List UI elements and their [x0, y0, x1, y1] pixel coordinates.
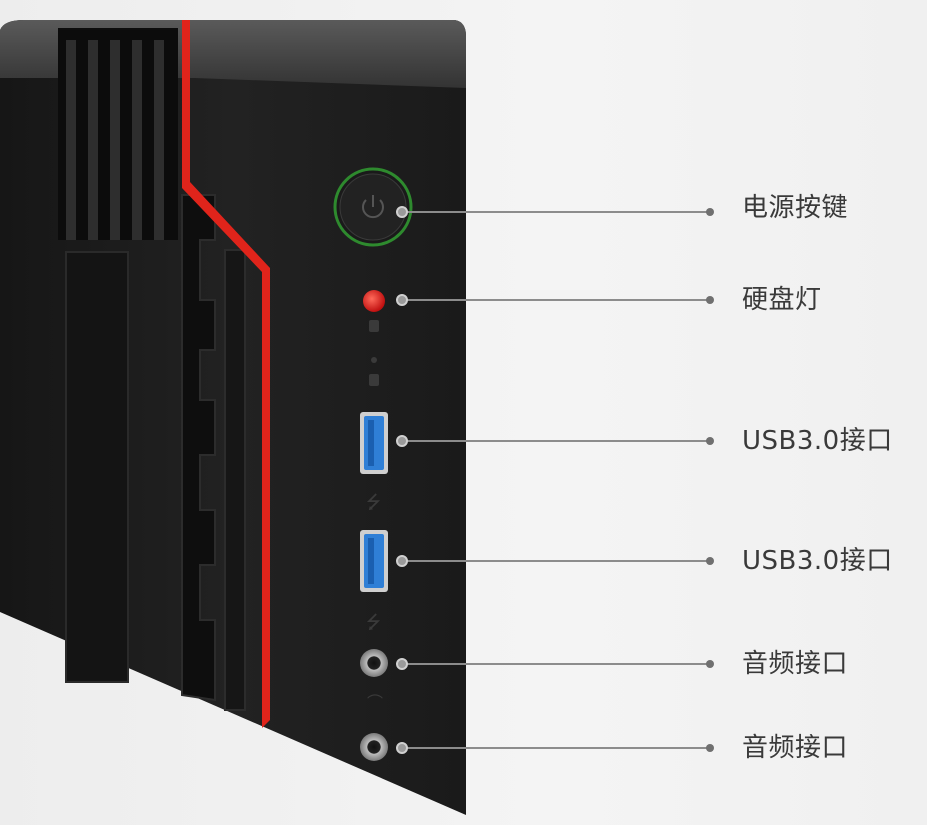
callout-end-dots	[706, 208, 714, 752]
usb3-port-1[interactable]	[360, 412, 388, 474]
stepped-grille	[181, 194, 246, 711]
label-audio-jack-2: 音频接口	[742, 733, 849, 763]
label-power-button: 电源按键	[742, 193, 849, 223]
label-usb3-port-1: USB3.0接口	[742, 426, 893, 456]
callout-lines	[401, 211, 708, 749]
hdd-led-indicator	[363, 290, 385, 312]
usb-icon: ⭍	[366, 612, 381, 633]
hdd-icon	[369, 320, 379, 386]
label-usb3-port-2: USB3.0接口	[742, 546, 893, 576]
usb-icon: ⭍	[366, 492, 381, 513]
power-icon	[362, 195, 384, 219]
label-audio-jack-1: 音频接口	[742, 649, 849, 679]
audio-jack-1[interactable]	[360, 649, 388, 677]
label-hdd-led: 硬盘灯	[742, 285, 822, 315]
headphone-icon: ⌒	[367, 693, 383, 712]
usb3-port-2[interactable]	[360, 530, 388, 592]
vent-slats	[58, 28, 178, 240]
callout-start-dots	[396, 206, 408, 754]
left-panel-recess	[65, 251, 129, 683]
audio-jack-2[interactable]	[360, 733, 388, 761]
